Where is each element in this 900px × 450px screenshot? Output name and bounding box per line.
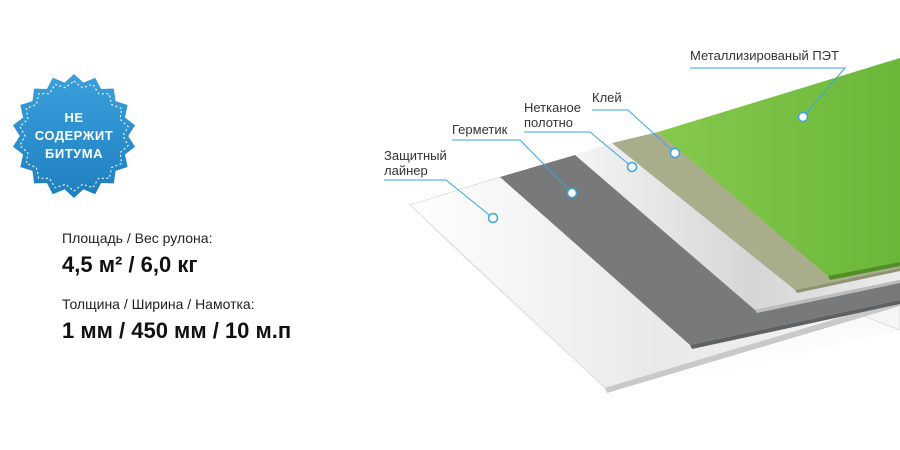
sheet-shadow — [420, 215, 900, 400]
nonwoven-label-line-1: Нетканое — [524, 100, 581, 115]
pet-edge — [828, 262, 900, 280]
sealant-leader-line — [452, 139, 573, 194]
sealant-marker-dot — [566, 187, 578, 199]
liner-leader-line — [384, 179, 494, 219]
area-weight-value: 4,5 м² / 6,0 кг — [62, 252, 198, 277]
pet-layer — [658, 58, 900, 276]
pet-leader-line — [690, 67, 847, 118]
liner-label-line-1: Защитный — [384, 148, 447, 163]
badge-line-2: СОДЕРЖИТ — [34, 128, 114, 143]
nonwoven-marker-dot — [626, 161, 638, 173]
nonwoven-edge — [755, 280, 900, 313]
nonwoven-leader-line — [524, 131, 633, 168]
sealant-edge — [690, 300, 900, 349]
liner-edge — [605, 300, 900, 393]
badge-line-3: БИТУМА — [45, 146, 103, 161]
liner-label-line-2: лайнер — [384, 163, 428, 178]
nonwoven-label-line-2: полотно — [524, 115, 574, 130]
glue-edge — [795, 268, 900, 293]
sealant-label: Герметик — [452, 122, 508, 137]
area-weight-label: Площадь / Вес рулона: — [62, 230, 213, 246]
glue-leader-line — [592, 109, 676, 154]
pet-label: Металлизированый ПЭТ — [690, 48, 839, 63]
badge-seal-icon — [8, 69, 140, 203]
dimensions-label: Толщина / Ширина / Намотка: — [62, 296, 255, 312]
dimensions-value: 1 мм / 450 мм / 10 м.п — [62, 318, 292, 343]
badge-line-1: НЕ — [64, 110, 84, 125]
glue-marker-dot — [669, 147, 681, 159]
liner-marker-dot — [487, 212, 499, 224]
no-bitumen-badge: НЕ СОДЕРЖИТ БИТУМА — [6, 68, 142, 204]
pet-marker-dot — [797, 111, 809, 123]
glue-label: Клей — [592, 90, 622, 105]
